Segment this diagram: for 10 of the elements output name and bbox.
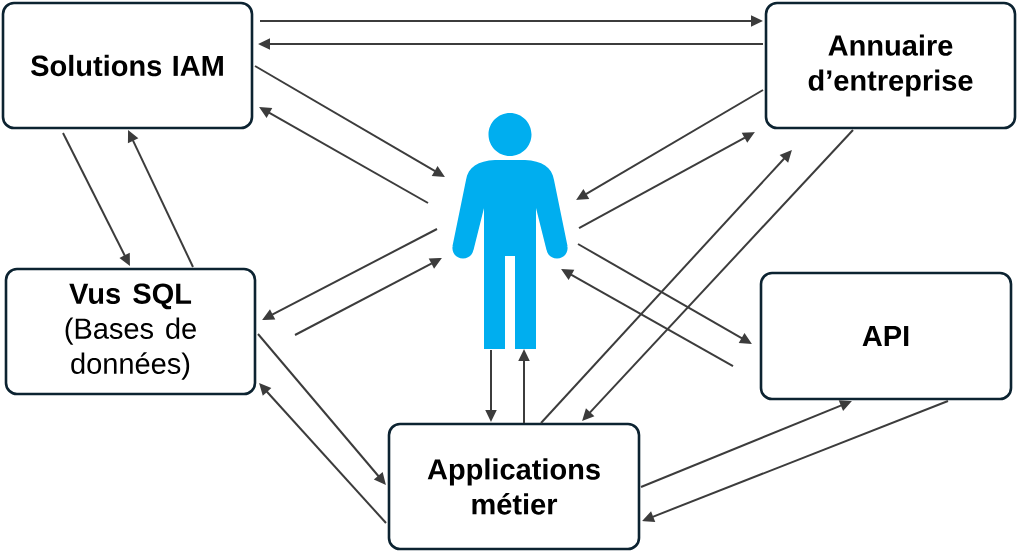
arrow [540,150,792,424]
rounded-box: Vus SQL (Bases de données) [4,267,257,396]
rounded-box: Applications métier [387,422,641,551]
arrow [582,129,854,421]
rounded-box: Solutions IAM [1,1,254,130]
arrow [259,383,387,524]
person-icon [452,113,568,349]
rounded-box: API [759,271,1013,401]
rounded-box: Annuaire d’entreprise [764,1,1017,130]
arrow [257,333,386,485]
